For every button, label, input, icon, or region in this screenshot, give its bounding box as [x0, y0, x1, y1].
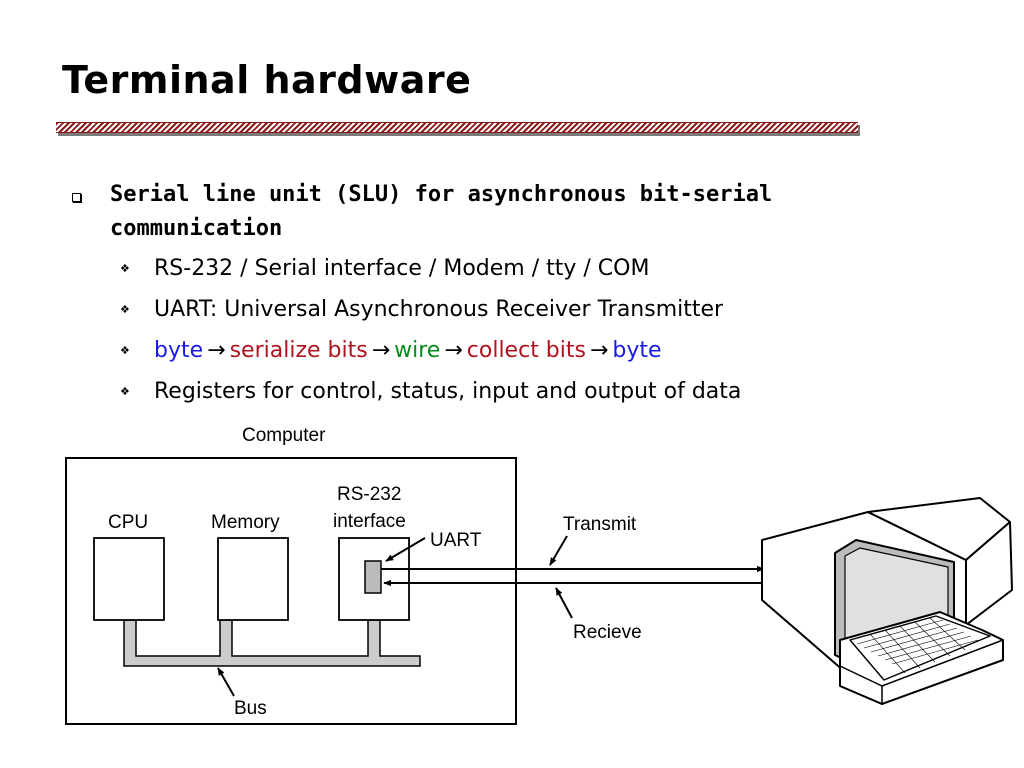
bus-bar — [123, 619, 421, 667]
computer-label: Computer — [242, 425, 326, 446]
sub-bullet-flow: ❖byte→serialize bits→wire→collect bits→b… — [120, 334, 662, 368]
flow-step-collect: collect bits — [466, 338, 586, 363]
transmit-label: Transmit — [563, 514, 637, 535]
computer-box — [65, 457, 517, 725]
slide-title: Terminal hardware — [62, 58, 472, 102]
sub-bullet-uart: ❖ UART: Universal Asynchronous Receiver T… — [120, 293, 723, 327]
cpu-label: CPU — [108, 512, 148, 533]
uart-label: UART — [430, 530, 482, 551]
sub-bullet-rs232: ❖ RS-232 / Serial interface / Modem / tty… — [120, 252, 649, 286]
diamond-bullet-icon: ❖ — [120, 385, 130, 398]
uart-pointer-arrow — [385, 537, 426, 562]
right-arrow-icon: → — [207, 338, 226, 363]
title-rule — [56, 122, 858, 133]
flow-step-byte: byte — [154, 338, 204, 363]
memory-box — [217, 537, 289, 621]
right-arrow-icon: → — [589, 338, 609, 363]
diamond-bullet-icon: ❖ — [120, 262, 130, 275]
flow-step-wire: wire — [394, 338, 441, 363]
receive-pointer-arrow — [555, 587, 573, 619]
diamond-bullet-icon: ❖ — [120, 303, 130, 316]
memory-label: Memory — [211, 512, 280, 533]
flow-step-byte-out: byte — [612, 338, 662, 363]
uart-chip — [364, 560, 382, 594]
bus-label: Bus — [234, 698, 267, 719]
transmit-pointer-arrow — [549, 535, 568, 566]
right-arrow-icon: → — [371, 338, 391, 363]
sub-bullet-registers: ❖ Registers for control, status, input an… — [120, 375, 741, 409]
sub-bullet-text: Registers for control, status, input and… — [154, 379, 742, 404]
sub-bullet-text: RS-232 / Serial interface / Modem / tty … — [154, 256, 650, 281]
square-bullet-icon — [72, 193, 81, 202]
terminal-icon — [761, 497, 1013, 705]
cpu-box — [93, 537, 165, 621]
interface-label: interface — [333, 511, 406, 532]
main-bullet-text: Serial line unit (SLU) for asynchronous … — [110, 182, 773, 241]
flow-step-serialize: serialize bits — [229, 338, 368, 363]
rs232-label: RS-232 — [337, 484, 401, 505]
sub-bullet-text: UART: Universal Asynchronous Receiver Tr… — [154, 297, 724, 322]
receive-label: Recieve — [573, 622, 642, 643]
right-arrow-icon: → — [444, 338, 463, 363]
diamond-bullet-icon: ❖ — [120, 344, 130, 357]
bus-pointer-arrow — [217, 667, 235, 697]
